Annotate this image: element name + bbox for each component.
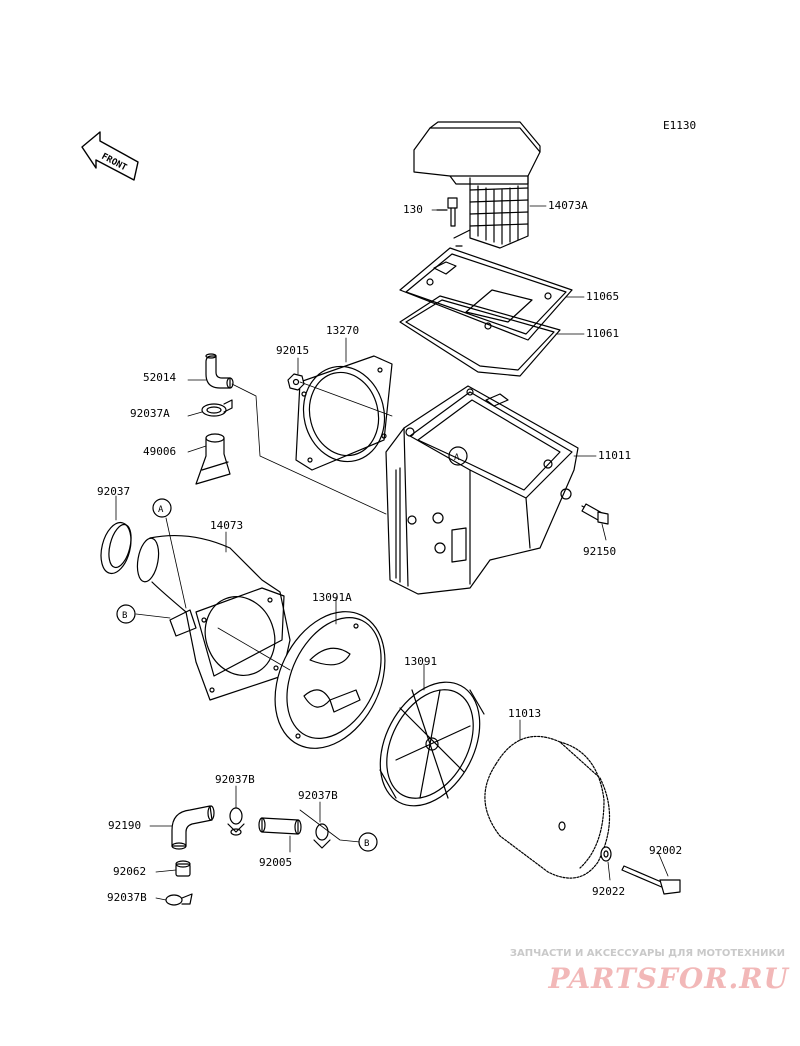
stud-92002 xyxy=(621,865,681,895)
filter-frame-13091 xyxy=(379,681,485,807)
clamp-ring-92037 xyxy=(100,521,132,575)
part-label-130: 130 xyxy=(403,203,423,216)
callout-A-inner: A xyxy=(454,453,460,463)
collar-92062 xyxy=(175,860,191,877)
watermark-logo: PARTSFOR.RU xyxy=(548,962,789,995)
part-label-92037B-b: 92037B xyxy=(298,789,338,802)
gasket-13270 xyxy=(295,355,393,471)
clamp-92037A xyxy=(201,399,233,417)
part-label-92062: 92062 xyxy=(113,865,147,878)
air-box-cover-14073A xyxy=(413,121,541,249)
pipe-92005 xyxy=(258,817,302,835)
part-label-92037: 92037 xyxy=(97,485,131,498)
part-label-92002: 92002 xyxy=(649,844,683,857)
part-label-92150: 92150 xyxy=(583,545,617,558)
diagram-code: E1130 xyxy=(663,119,697,132)
part-label-92037B-a: 92037B xyxy=(215,773,255,786)
part-label-92015: 92015 xyxy=(276,344,310,357)
part-label-14073: 14073 xyxy=(210,519,244,532)
gasket-11061 xyxy=(399,295,561,377)
watermark-tagline: ЗАПЧАСТИ И АКСЕССУАРЫ ДЛЯ МОТОТЕХНИКИ xyxy=(509,948,785,959)
clip-92037B-b xyxy=(313,823,331,849)
nut-92015 xyxy=(287,373,305,391)
part-label-92005: 92005 xyxy=(259,856,293,869)
plate-11065 xyxy=(399,247,573,341)
svg-text:A: A xyxy=(158,505,164,515)
part-label-92037B-c: 92037B xyxy=(107,891,147,904)
part-label-49006: 49006 xyxy=(143,445,177,458)
intake-duct-14073 xyxy=(136,534,291,701)
part-label-11065: 11065 xyxy=(586,290,620,303)
callout-B-circle-1: B xyxy=(116,604,136,624)
svg-text:B: B xyxy=(364,839,369,849)
bolt-92150 xyxy=(581,503,609,525)
callout-B-circle-2: B xyxy=(358,832,378,852)
part-label-92022: 92022 xyxy=(592,885,626,898)
part-label-11011: 11011 xyxy=(598,449,632,462)
filter-holder-13091A xyxy=(274,611,386,749)
callout-A-circle: A xyxy=(152,498,172,518)
part-label-14073A: 14073A xyxy=(548,199,588,212)
part-label-13091: 13091 xyxy=(404,655,438,668)
air-box-11011: A xyxy=(385,385,579,595)
funnel-49006 xyxy=(195,433,231,485)
elbow-52014 xyxy=(205,353,234,389)
part-label-92190: 92190 xyxy=(108,819,142,832)
part-label-13270: 13270 xyxy=(326,324,360,337)
svg-text:B: B xyxy=(122,611,127,621)
part-label-11061: 11061 xyxy=(586,327,620,340)
foam-filter-11013 xyxy=(484,735,611,879)
part-label-13091A: 13091A xyxy=(312,591,352,604)
clip-92037B-a xyxy=(227,807,245,836)
washer-92022 xyxy=(600,846,612,862)
leader-lines xyxy=(115,205,669,901)
part-label-92037A: 92037A xyxy=(130,407,170,420)
bolt-130 xyxy=(436,197,458,227)
hose-92190 xyxy=(171,805,215,850)
front-arrow-icon: FRONT xyxy=(81,131,139,181)
part-label-11013: 11013 xyxy=(508,707,542,720)
clip-92037B-c xyxy=(165,893,193,906)
part-label-52014: 52014 xyxy=(143,371,177,384)
